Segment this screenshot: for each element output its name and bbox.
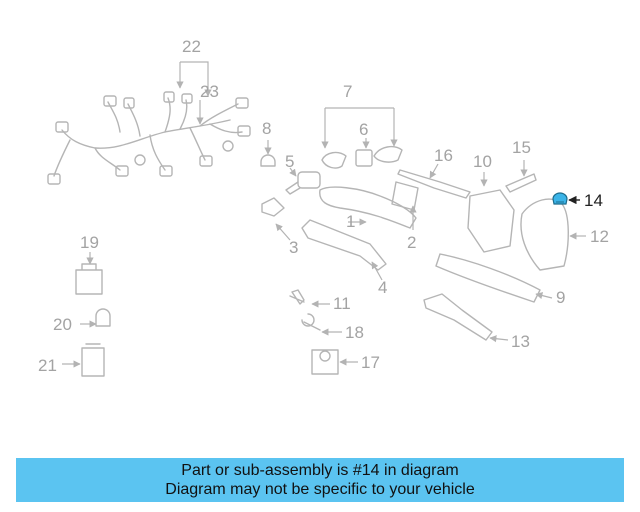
- handle-bracket-part: [301, 219, 387, 271]
- callout-4: 4: [378, 278, 387, 297]
- callout-13: 13: [511, 332, 530, 351]
- callout-11: 11: [333, 294, 351, 313]
- rod-part: [397, 169, 471, 199]
- callout-8: 8: [262, 119, 271, 138]
- banner-line-2: Diagram may not be specific to your vehi…: [165, 481, 475, 498]
- bumper-part: [95, 308, 111, 327]
- callout-18: 18: [345, 323, 364, 342]
- actuator-part: [505, 173, 537, 193]
- callout-23: 23: [200, 82, 219, 101]
- highlighted-part-14: [552, 192, 568, 205]
- bolt-part: [301, 313, 321, 331]
- lower-hinge-part: [81, 343, 105, 377]
- latch-cover-part: [520, 198, 569, 271]
- callout-19: 19: [80, 233, 99, 252]
- parts-diagram: 22 23 7 8 6 16 10 15 14 5 1 2 3 4 12 19 …: [38, 37, 609, 377]
- callout-15: 15: [512, 138, 531, 157]
- callout-21: 21: [38, 356, 57, 375]
- callout-10: 10: [473, 152, 492, 171]
- callout-7: 7: [343, 82, 352, 101]
- callout-2: 2: [407, 233, 416, 252]
- wiring-harness-part: [47, 91, 251, 185]
- callout-3: 3: [289, 238, 298, 257]
- rod-bracket-part: [423, 293, 493, 341]
- outside-handle-part: [319, 186, 417, 229]
- latch-part: [467, 189, 515, 253]
- screw-part: [289, 289, 305, 305]
- inside-handle-part: [435, 253, 541, 303]
- banner-line-1: Part or sub-assembly is #14 in diagram: [181, 462, 459, 479]
- callout-20: 20: [53, 315, 72, 334]
- callout-5: 5: [285, 152, 294, 171]
- seal-part: [391, 181, 419, 211]
- handle-bezel-part: [321, 145, 403, 169]
- info-banner: Part or sub-assembly is #14 in diagram D…: [16, 458, 624, 502]
- callout-labels: 22 23 7 8 6 16 10 15 14 5 1 2 3 4 12 19 …: [38, 37, 609, 375]
- callout-17: 17: [361, 353, 380, 372]
- callout-22: 22: [182, 37, 201, 56]
- leader-lines: [62, 61, 586, 368]
- lock-cylinder-part: [285, 171, 321, 195]
- callout-16: 16: [434, 146, 453, 165]
- callout-1: 1: [346, 212, 355, 231]
- callout-6: 6: [359, 120, 368, 139]
- callout-14: 14: [584, 191, 603, 210]
- hinge-part: [75, 263, 103, 295]
- callout-9: 9: [556, 288, 565, 307]
- striker-part: [311, 349, 339, 375]
- callout-12: 12: [590, 227, 609, 246]
- gasket-part: [261, 197, 285, 217]
- grommet-part: [260, 154, 276, 167]
